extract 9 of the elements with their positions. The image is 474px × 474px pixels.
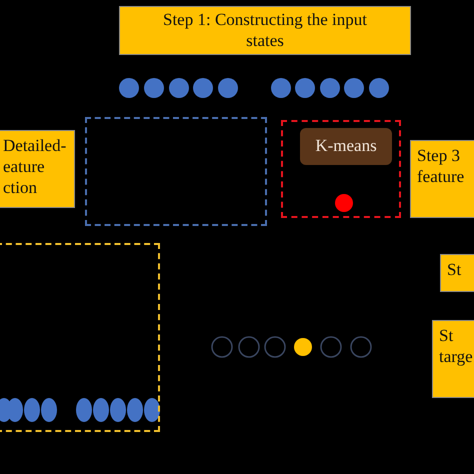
step-label-box: St: [440, 254, 474, 292]
step-label-box: Step 1: Constructing the input states: [119, 6, 411, 55]
step-label-box: Detailed- eature ction: [0, 130, 75, 208]
dashed-box: [85, 117, 267, 226]
dashed-box: [281, 120, 401, 218]
dashed-box: [0, 243, 160, 432]
step-label-box: St targe: [432, 320, 474, 398]
step-label-box: Step 3 feature: [410, 140, 474, 218]
method-box: K-means: [300, 128, 392, 165]
